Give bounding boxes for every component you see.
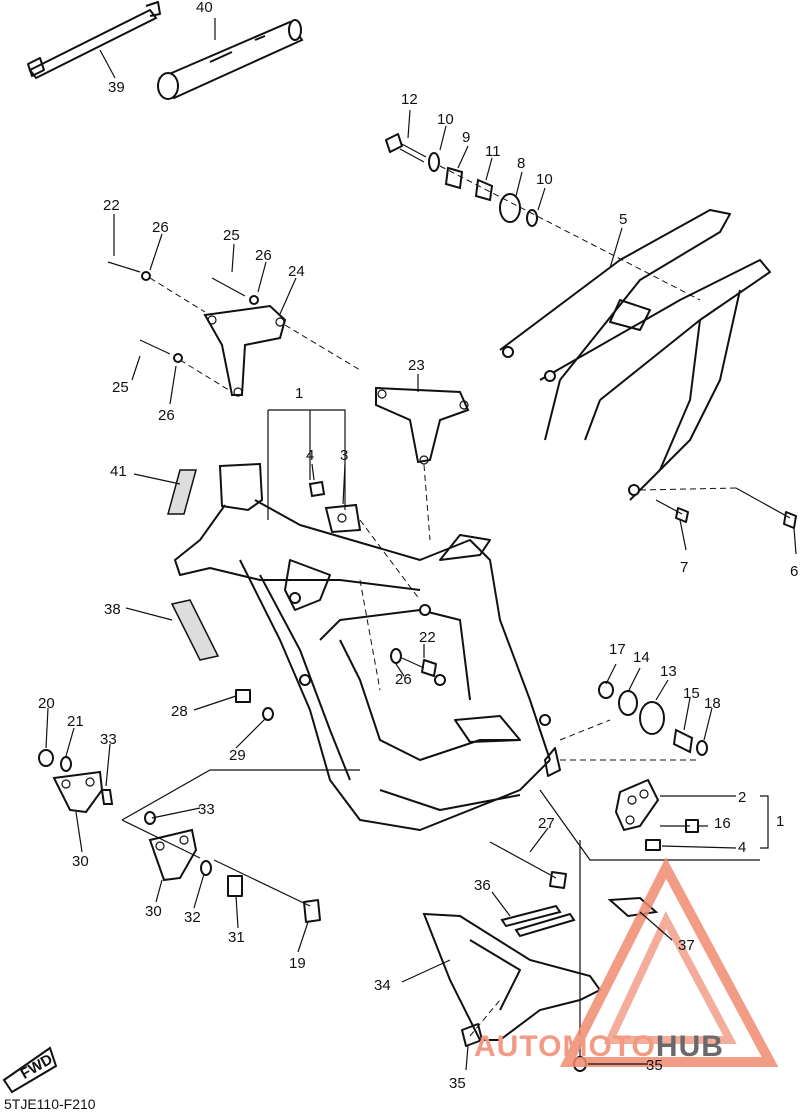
callout-41: 41 — [110, 463, 127, 480]
callout-40: 40 — [196, 0, 213, 16]
callout-22a: 22 — [103, 197, 120, 214]
callout-24: 24 — [288, 263, 305, 280]
callout-28: 28 — [171, 703, 188, 720]
watermark-part1: AUTOMOTO — [474, 1030, 656, 1063]
top-mount-hardware — [385, 133, 701, 301]
callout-12: 12 — [401, 91, 418, 108]
callout-34: 34 — [374, 977, 391, 994]
callout-30a: 30 — [72, 853, 89, 870]
callout-33b: 33 — [198, 801, 215, 818]
watermark-logo — [559, 857, 779, 1067]
callout-21: 21 — [67, 713, 84, 730]
callout-16: 16 — [714, 815, 731, 832]
callout-10b: 10 — [536, 171, 553, 188]
callout-31: 31 — [228, 929, 245, 946]
callout-26b: 26 — [255, 247, 272, 264]
callout-14: 14 — [633, 649, 650, 666]
frame-label-41 — [167, 469, 197, 515]
callout-35b: 35 — [646, 1057, 663, 1074]
long-bolt-27 — [489, 841, 567, 889]
callout-9: 9 — [462, 129, 470, 146]
callout-15: 15 — [683, 685, 700, 702]
callout-11: 11 — [485, 143, 501, 160]
callout-27: 27 — [538, 815, 555, 832]
callout-7: 7 — [680, 559, 688, 576]
callout-39: 39 — [108, 79, 125, 96]
callout-37: 37 — [678, 937, 695, 954]
callout-5: 5 — [619, 211, 627, 228]
callout-10a: 10 — [437, 111, 454, 128]
callout-2: 2 — [738, 789, 746, 806]
callout-38: 38 — [104, 601, 121, 618]
callout-1a: 1 — [295, 385, 303, 402]
callout-36: 36 — [474, 877, 491, 894]
callout-35a: 35 — [449, 1075, 466, 1092]
callout-8: 8 — [517, 155, 525, 172]
callout-32: 32 — [184, 909, 201, 926]
socket-tool — [157, 19, 304, 100]
fwd-arrow: FWD — [2, 1046, 58, 1094]
callout-4b: 4 — [738, 839, 746, 856]
callout-29: 29 — [229, 747, 246, 764]
mount-bracket-group — [267, 409, 421, 691]
callout-4a: 4 — [306, 447, 314, 464]
callout-22b: 22 — [419, 629, 436, 646]
wrench-tool — [27, 1, 161, 80]
watermark-text: AUTOMOTOHUB — [474, 1030, 724, 1064]
frame-label-38 — [170, 599, 220, 661]
callout-26d: 26 — [395, 671, 412, 688]
engine-plate-left-upper — [38, 749, 114, 814]
callout-3: 3 — [340, 447, 348, 464]
callout-23: 23 — [408, 357, 425, 374]
callout-6: 6 — [790, 563, 798, 580]
engine-plate-left-lower — [121, 769, 360, 923]
callout-17: 17 — [609, 641, 626, 658]
leader-lines — [45, 18, 797, 1071]
diagram-code: 5TJE110-F210 — [4, 1096, 96, 1112]
mid-bolt-22 — [390, 648, 437, 677]
callout-1b: 1 — [776, 813, 784, 830]
callout-19: 19 — [289, 955, 306, 972]
engine-bracket-right — [375, 386, 470, 541]
rear-bolts — [639, 487, 797, 529]
callout-13: 13 — [660, 663, 677, 680]
callout-26a: 26 — [152, 219, 169, 236]
callout-25a: 25 — [223, 227, 240, 244]
watermark-part2: HUB — [655, 1030, 724, 1063]
callout-30b: 30 — [145, 903, 162, 920]
engine-bracket-left — [107, 261, 361, 397]
callout-numbers: 39 40 12 10 9 11 8 10 22 26 25 26 24 5 2… — [38, 0, 798, 1092]
callout-33a: 33 — [100, 731, 117, 748]
callout-20: 20 — [38, 695, 55, 712]
callout-25b: 25 — [112, 379, 129, 396]
callout-26c: 26 — [158, 407, 175, 424]
main-frame — [174, 462, 561, 831]
bolts-28-29 — [235, 689, 274, 721]
rear-subframe — [499, 209, 771, 501]
callout-18: 18 — [704, 695, 721, 712]
pivot-hardware — [539, 681, 769, 861]
